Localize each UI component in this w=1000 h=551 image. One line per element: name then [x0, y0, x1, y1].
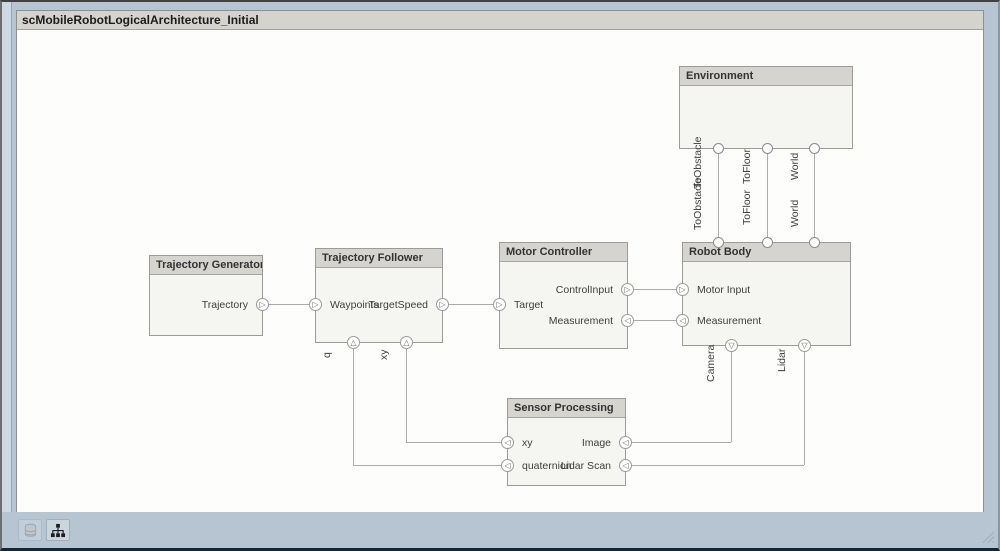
port-label-target: Target	[514, 299, 544, 311]
status-bar	[2, 512, 998, 548]
connector-measurement[interactable]	[628, 320, 682, 321]
port-label-tofloor-body: ToFloor	[741, 189, 753, 225]
component-motor-controller[interactable]: Motor Controller ▷ Target ▷ ControlInput…	[493, 242, 634, 349]
diagram-title: scMobileRobotLogicalArchitecture_Initial	[17, 11, 983, 30]
port-label-lidar: Lidar	[776, 348, 788, 372]
connector-quaternion-h[interactable]	[353, 465, 507, 466]
connector-lidar-scan-v[interactable]	[804, 346, 805, 465]
data-dictionary-icon	[24, 523, 36, 537]
port-label-toobstacle-body: ToObstacle	[692, 177, 704, 230]
component-title[interactable]: Trajectory Follower	[316, 249, 442, 268]
component-sensor-processing[interactable]: Sensor Processing ◁ xy ◁ quaternion ◁ Im…	[501, 398, 632, 486]
physical-port-tofloor-icon[interactable]	[762, 143, 773, 154]
port-out-right-icon[interactable]: ▷	[436, 298, 449, 311]
component-title[interactable]: Environment	[680, 67, 852, 86]
port-label-xy: xy	[522, 437, 533, 449]
component-title[interactable]: Motor Controller	[500, 243, 627, 262]
triangle-right-icon: ▷	[439, 300, 446, 309]
component-trajectory-generator[interactable]: Trajectory Generator ▷ Trajectory	[149, 255, 269, 336]
triangle-down-icon: ▽	[801, 341, 808, 350]
port-out-bottom-icon[interactable]: ▽	[725, 339, 738, 352]
connector-controlinput-motorinput[interactable]	[628, 289, 682, 290]
port-in-bottom-icon[interactable]: △	[400, 336, 413, 349]
connector-quaternion-v[interactable]	[353, 343, 354, 465]
port-label-targetspeed: TargetSpeed	[368, 299, 428, 311]
port-out-bottom-icon[interactable]: ▽	[798, 339, 811, 352]
port-label-measurement: Measurement	[697, 315, 762, 327]
port-label-lidar-scan: Lidar Scan	[560, 460, 611, 472]
port-out-left-icon[interactable]: ◁	[501, 459, 514, 472]
port-label-quaternion: quaternion	[522, 460, 572, 472]
connector-toobstacle[interactable]	[718, 149, 719, 242]
port-label-tofloor-env: ToFloor	[741, 148, 753, 184]
port-label-trajectory: Trajectory	[201, 299, 248, 311]
architecture-hierarchy-button[interactable]	[46, 519, 70, 541]
diagram-area[interactable]: Environment ToObstacle ToObstacle ToFloo…	[17, 31, 983, 513]
port-in-left-icon[interactable]: ▷	[309, 298, 322, 311]
triangle-left-icon: ◁	[622, 438, 629, 447]
connector-trajectory-waypoints[interactable]	[263, 304, 315, 305]
left-panel-strip	[2, 2, 12, 512]
component-title[interactable]: Robot Body	[683, 243, 850, 262]
triangle-left-icon: ◁	[504, 438, 511, 447]
connector-world[interactable]	[814, 149, 815, 242]
triangle-up-icon: △	[403, 338, 410, 347]
physical-port-world-icon[interactable]	[809, 143, 820, 154]
triangle-left-icon: ◁	[624, 316, 631, 325]
port-out-left-icon[interactable]: ◁	[676, 314, 689, 327]
triangle-right-icon: ▷	[259, 300, 266, 309]
physical-port-toobstacle-icon[interactable]	[713, 143, 724, 154]
port-label-controlinput: ControlInput	[555, 284, 613, 296]
triangle-left-icon: ◁	[679, 316, 686, 325]
physical-port-world-icon[interactable]	[809, 237, 820, 248]
port-label-xy: xy	[378, 349, 390, 361]
port-in-right-icon[interactable]: ◁	[619, 459, 632, 472]
component-trajectory-follower[interactable]: Trajectory Follower ▷ Waypoints ▷ Target…	[309, 248, 449, 349]
triangle-right-icon: ▷	[496, 300, 503, 309]
port-out-right-icon[interactable]: ▷	[256, 298, 269, 311]
port-in-right-icon[interactable]: ◁	[621, 314, 634, 327]
port-label-world-env: World	[789, 152, 801, 180]
connector-tofloor[interactable]	[767, 149, 768, 242]
physical-port-tofloor-icon[interactable]	[762, 237, 773, 248]
port-in-right-icon[interactable]: ◁	[619, 436, 632, 449]
port-in-left-icon[interactable]: ▷	[493, 298, 506, 311]
component-title[interactable]: Sensor Processing	[508, 399, 625, 418]
triangle-right-icon: ▷	[679, 285, 686, 294]
port-out-right-icon[interactable]: ▷	[621, 283, 634, 296]
triangle-right-icon: ▷	[624, 285, 631, 294]
port-out-left-icon[interactable]: ◁	[501, 436, 514, 449]
component-robot-body[interactable]: Robot Body ▷ Motor Input ◁ Measurement ▽…	[676, 237, 851, 352]
connector-camera-image-v[interactable]	[731, 346, 732, 442]
port-in-left-icon[interactable]: ▷	[676, 283, 689, 296]
triangle-left-icon: ◁	[622, 461, 629, 470]
port-label-world-body: World	[789, 199, 801, 227]
diagram-canvas[interactable]: scMobileRobotLogicalArchitecture_Initial…	[16, 10, 984, 514]
port-label-camera: Camera	[705, 344, 717, 382]
component-title[interactable]: Trajectory Generator	[150, 256, 262, 275]
port-label-measurement: Measurement	[548, 315, 613, 327]
connector-xy-h[interactable]	[406, 442, 507, 443]
port-in-bottom-icon[interactable]: △	[347, 336, 360, 349]
architecture-hierarchy-icon	[50, 523, 66, 537]
triangle-right-icon: ▷	[312, 300, 319, 309]
connector-lidar-scan-h[interactable]	[626, 465, 804, 466]
triangle-down-icon: ▽	[728, 341, 735, 350]
port-label-image: Image	[581, 437, 611, 449]
connector-targetspeed-target[interactable]	[443, 304, 499, 305]
physical-port-toobstacle-icon[interactable]	[713, 237, 724, 248]
component-environment[interactable]: Environment	[679, 66, 853, 154]
port-label-motor-input: Motor Input	[697, 284, 751, 296]
port-label-waypoints: Waypoints	[330, 299, 379, 311]
data-dictionary-button[interactable]	[18, 519, 42, 541]
triangle-up-icon: △	[350, 338, 357, 347]
connector-camera-image-h[interactable]	[626, 442, 731, 443]
port-label-q: q	[321, 352, 333, 358]
triangle-left-icon: ◁	[504, 461, 511, 470]
resize-grip[interactable]	[982, 531, 994, 543]
connector-xy-v[interactable]	[406, 343, 407, 442]
